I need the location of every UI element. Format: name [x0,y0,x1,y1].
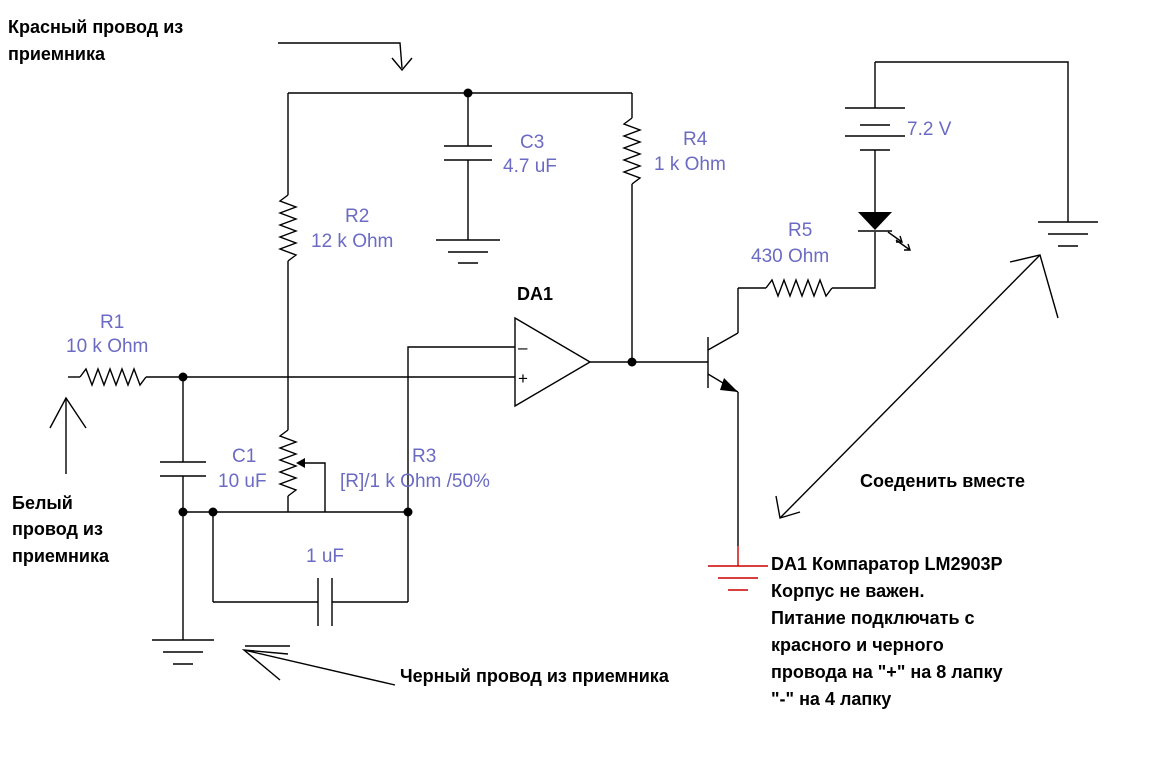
info-line-6: "-" на 4 лапку [771,689,891,709]
opamp-da1: – + [514,316,632,408]
r1-name: R1 [100,312,124,333]
r4-name: R4 [683,129,708,150]
info-line-3: Питание подключать с [771,608,975,628]
red-wire-note-line1: Красный провод из [8,17,183,37]
r1-resistor [68,367,515,387]
battery [845,61,1069,222]
red-wire-arrow [278,42,413,72]
r5-resistor [738,232,876,298]
r4-value: 1 k Ohm [654,154,726,175]
r2-value: 12 k Ohm [311,231,393,252]
info-line-2: Корпус не важен. [771,581,925,601]
ground-symbol-right [1038,221,1098,247]
info-line-1: DA1 Компаратор LM2903P [771,554,1003,574]
ground-symbol-main [152,639,214,665]
opamp-name: DA1 [517,284,553,304]
c3-capacitor [444,93,492,240]
white-wire-arrow [49,396,87,474]
ground-symbol-emitter [708,546,768,591]
bottom-connection [183,507,409,626]
opamp-plus-pin: + [518,369,528,388]
led-diode [858,150,911,251]
info-line-4: красного и черного [771,635,944,655]
r1-value: 10 k Ohm [66,336,148,357]
r3-potentiometer [278,429,326,512]
r2-name: R2 [345,206,369,227]
battery-voltage: 7.2 V [907,119,952,140]
black-wire-note: Черный провод из приемника [400,666,670,686]
white-wire-note-line2: провод из [12,519,103,539]
black-wire-arrow [241,645,396,686]
r5-value: 430 Ohm [751,246,829,267]
info-notes: DA1 Компаратор LM2903P Корпус не важен. … [771,554,1003,709]
connect-double-arrow [775,254,1059,519]
c3-name: C3 [520,132,544,153]
info-line-5: провода на "+" на 8 лапку [771,662,1003,682]
r3-name: R3 [412,446,436,467]
red-wire-note-line2: приемника [8,44,106,64]
opamp-minus-pin: – [518,338,528,357]
r2-resistor [278,93,298,430]
white-wire-note-line3: приемника [12,546,110,566]
r5-name: R5 [788,220,812,241]
c3-value: 4.7 uF [503,156,557,177]
r4-resistor [622,93,642,367]
npn-transistor [632,288,739,546]
c1-value: 10 uF [218,471,267,492]
top-rail [288,88,632,98]
c2-value: 1 uF [306,546,344,567]
c1-capacitor [160,377,206,640]
c1-name: C1 [232,446,256,467]
ground-symbol-c3 [436,239,500,264]
connect-together-note: Соеденить вместе [860,471,1025,491]
r3-value: [R]/1 k Ohm /50% [340,471,490,492]
white-wire-note-line1: Белый [12,493,73,513]
